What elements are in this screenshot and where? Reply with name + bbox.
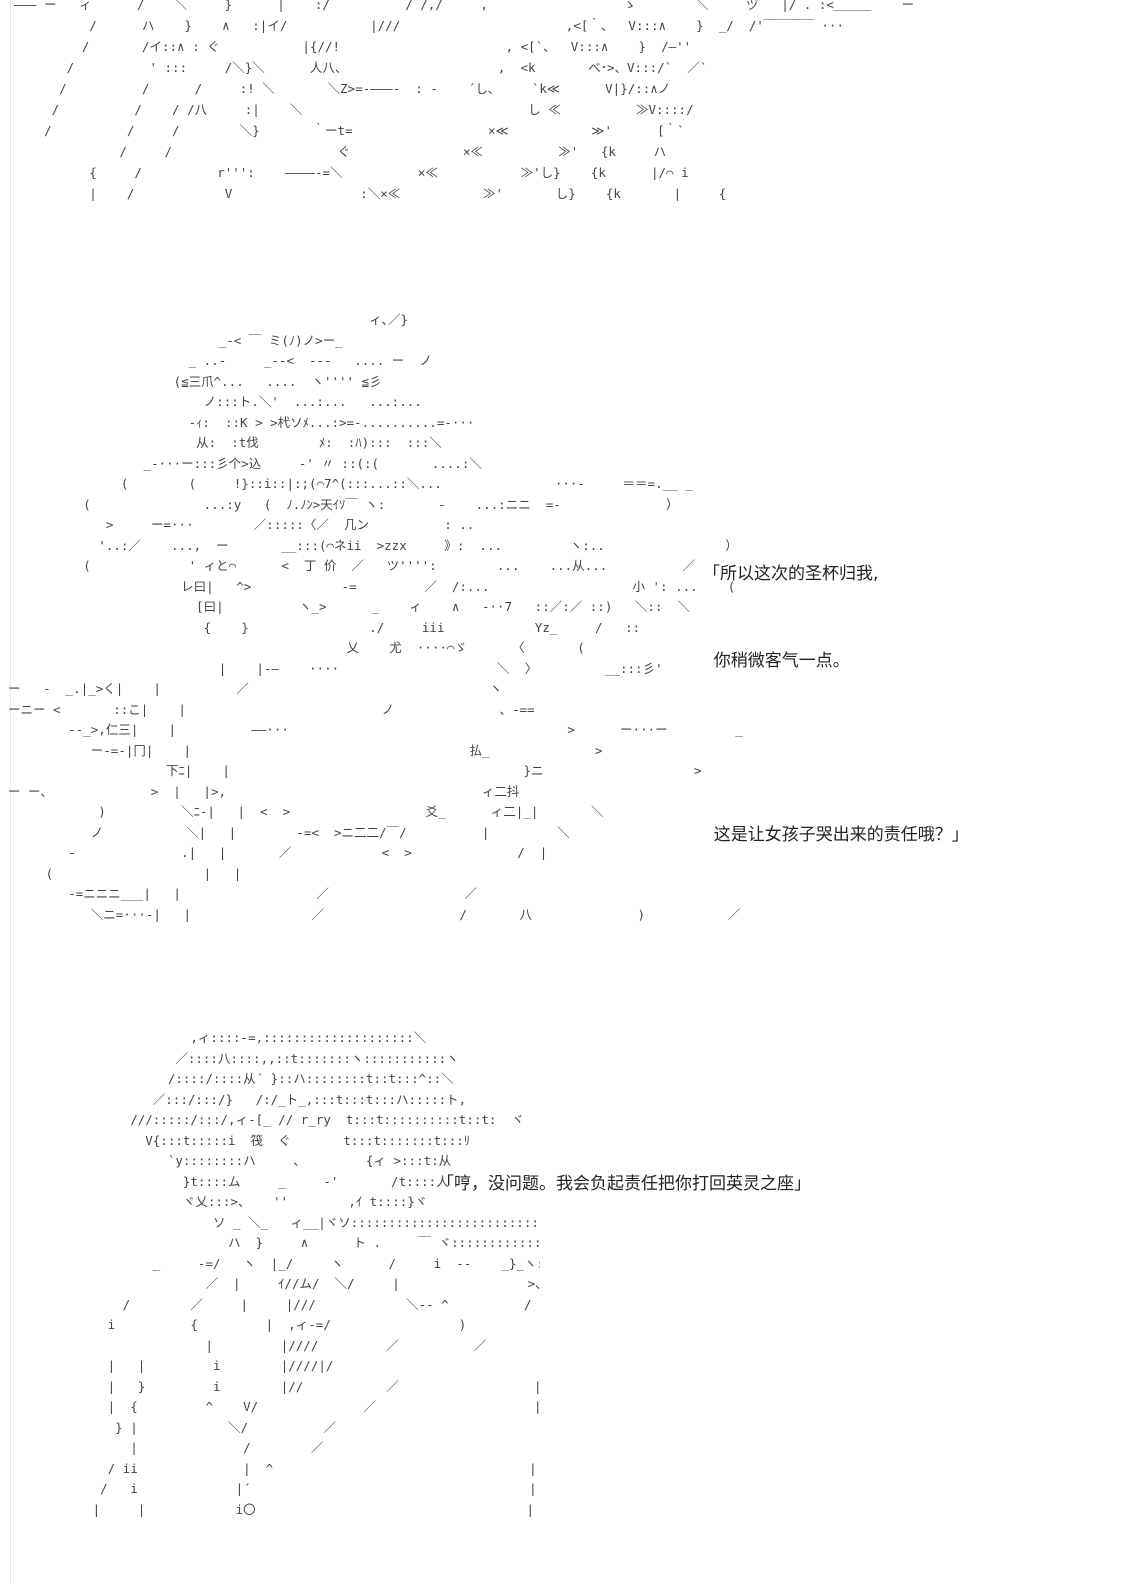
speech-line: 这是让女孩子哭出来的责任哦？」 [703, 825, 969, 845]
ascii-art-boy-character: ,ィ::::-=,::::::::::::::::::::＼ ／::::八:::… [92, 1030, 540, 1517]
speech-text-second: 「哼，没问题。我会负起责任把你打回英灵之座」 [437, 1112, 811, 1257]
speech-line: 你稍微客气一点。 [703, 651, 850, 671]
speech-line: 「哼，没问题。我会负起责任把你打回英灵之座」 [437, 1174, 811, 1194]
ascii-art-girl-character: ィ､／} _-< ￣ ミ(ﾉ)ノ>ー_ _ ..- _--< --- .... … [8, 312, 743, 922]
left-margin-rule [10, 0, 11, 1584]
ascii-art-top-panel: ——— ー ィ / ＼ } | :/ / /,/￣￣￣, ゝ ＼ ヅ |/ . … [14, 0, 915, 201]
speech-text-first: 「所以这次的圣杯归我, 你稍微客气一点。 ​ 这是让女孩子哭出来的责任哦？」 [703, 502, 969, 908]
speech-line: ​ [703, 734, 969, 763]
speech-line: 「所以这次的圣杯归我, [703, 564, 879, 584]
